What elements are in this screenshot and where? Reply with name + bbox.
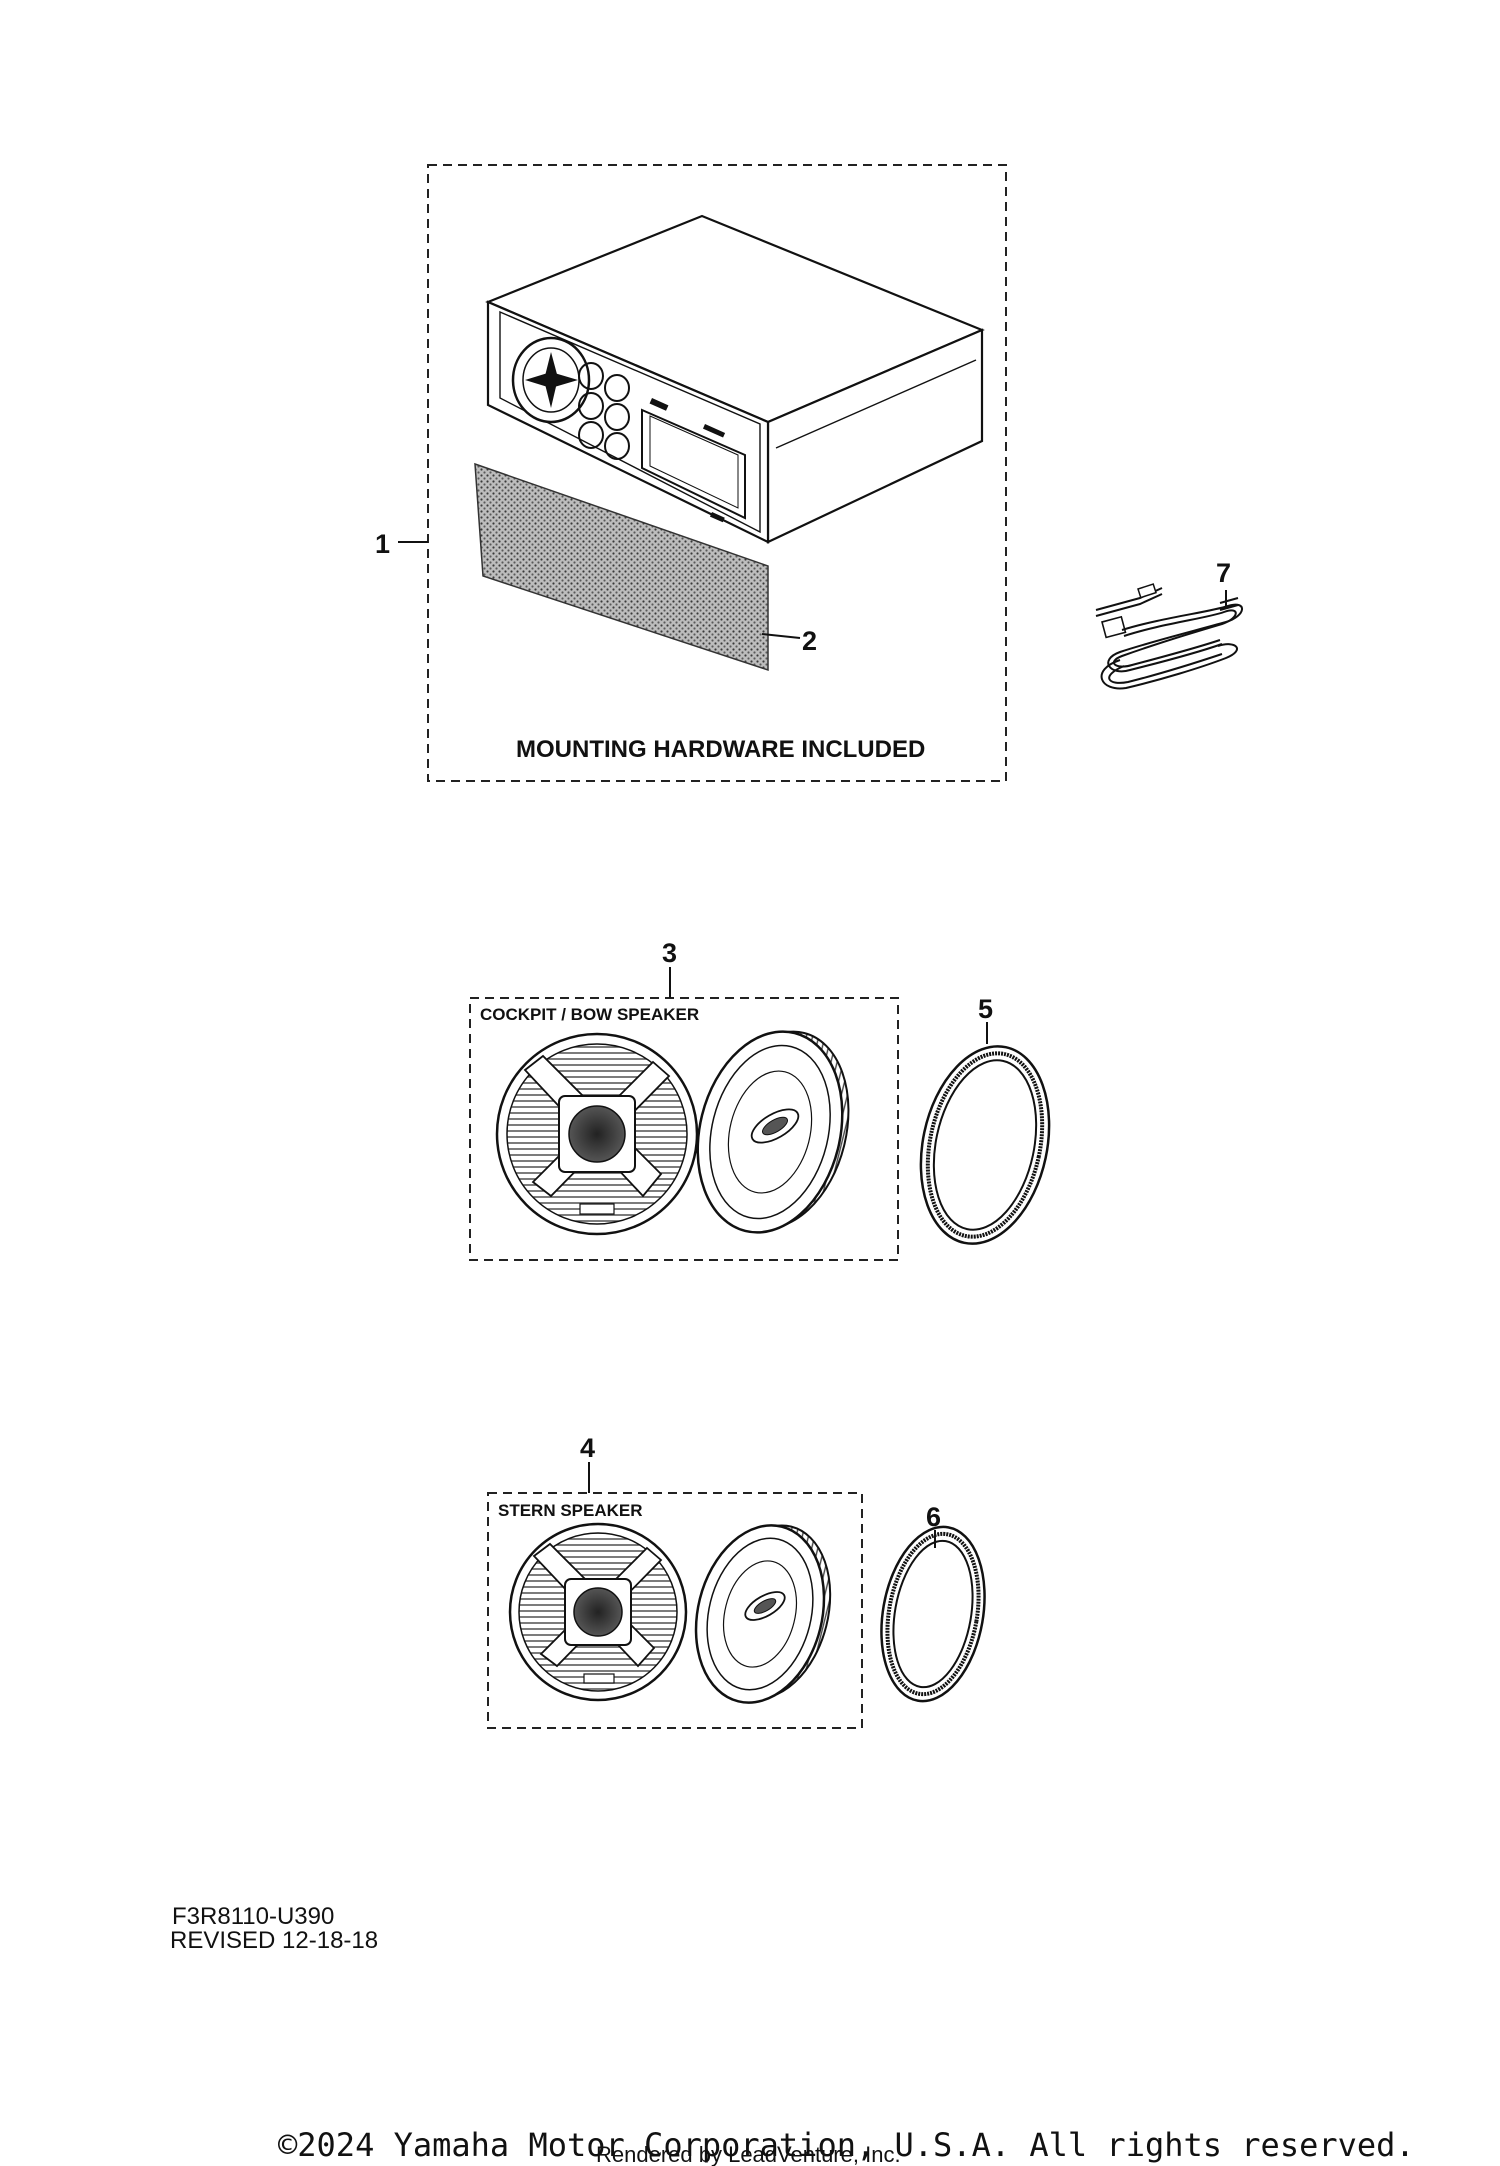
- callout-5: 5: [978, 994, 993, 1024]
- speaker-grille-icon: [495, 1032, 699, 1236]
- gasket-ring-icon: [919, 1045, 1051, 1245]
- gasket-ring-icon: [880, 1525, 986, 1703]
- rendered-by-notice: Rendered by LeadVenture, Inc.: [596, 2142, 901, 2166]
- callout-4: 4: [580, 1433, 595, 1463]
- speaker-grille-icon: [508, 1522, 688, 1702]
- stern-speaker-label: STERN SPEAKER: [498, 1501, 643, 1520]
- callout-3: 3: [662, 938, 677, 968]
- wire-harness-icon: [1095, 583, 1243, 690]
- mounting-hardware-note: MOUNTING HARDWARE INCLUDED: [516, 736, 925, 763]
- copyright-notice: ©2024 Yamaha Motor Corporation, U.S.A. A…: [278, 2126, 1415, 2164]
- stern-speaker-box: [487, 1492, 863, 1729]
- speaker-driver-icon: [694, 1524, 832, 1704]
- callout-7: 7: [1216, 558, 1231, 588]
- callout-6: 6: [926, 1502, 941, 1532]
- callout-1: 1: [375, 529, 390, 559]
- cockpit-speaker-box: [469, 997, 899, 1261]
- stereo-receiver-icon: [485, 214, 985, 544]
- speaker-driver-icon: [696, 1030, 850, 1234]
- drawing-revised: REVISED 12-18-18: [170, 1927, 378, 1954]
- callout-2: 2: [802, 626, 817, 656]
- mesh-cover-icon: [474, 462, 769, 672]
- cockpit-speaker-label: COCKPIT / BOW SPEAKER: [480, 1005, 699, 1024]
- drawing-code: F3R8110-U390: [172, 1903, 334, 1930]
- receiver-kit-box: [427, 164, 1007, 782]
